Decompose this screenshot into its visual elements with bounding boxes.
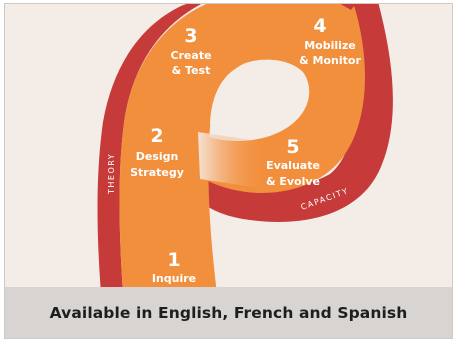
stage-5: 5 Evaluate & Evolve	[266, 136, 320, 188]
caption-bar: Available in English, French and Spanish	[5, 287, 452, 338]
stage-3-label-line2: & Test	[172, 64, 211, 77]
stage-4-label-line2: & Monitor	[299, 54, 361, 67]
stage-1-number: 1	[167, 249, 180, 271]
outer-band	[97, 4, 393, 287]
stage-3-number: 3	[184, 25, 197, 47]
overlap-fade	[198, 132, 267, 189]
image-frame: 1 Inquire 2 Design Strategy 3 Create & T…	[4, 3, 453, 339]
stage-4-label-line1: Mobilize	[304, 39, 356, 52]
rim-label-theory: THEORY	[107, 153, 116, 195]
stage-2-label-line1: Design	[136, 150, 179, 163]
stage-4-number: 4	[313, 15, 326, 37]
stage-2: 2 Design Strategy	[130, 125, 184, 179]
stage-5-label-line1: Evaluate	[266, 159, 320, 172]
stage-1: 1 Inquire	[152, 249, 196, 285]
caption-text: Available in English, French and Spanish	[49, 303, 408, 322]
stage-4: 4 Mobilize & Monitor	[299, 15, 361, 67]
stage-5-number: 5	[286, 136, 299, 158]
inner-hole	[210, 60, 309, 133]
stage-3: 3 Create & Test	[170, 25, 211, 77]
cycle-diagram: 1 Inquire 2 Design Strategy 3 Create & T…	[97, 4, 393, 287]
top-cap	[340, 4, 356, 10]
stage-5-label-line2: & Evolve	[266, 175, 320, 188]
stage-1-label: Inquire	[152, 272, 196, 285]
stage-2-number: 2	[150, 125, 163, 147]
stage-2-label-line2: Strategy	[130, 166, 184, 179]
stage-3-label-line1: Create	[170, 49, 211, 62]
